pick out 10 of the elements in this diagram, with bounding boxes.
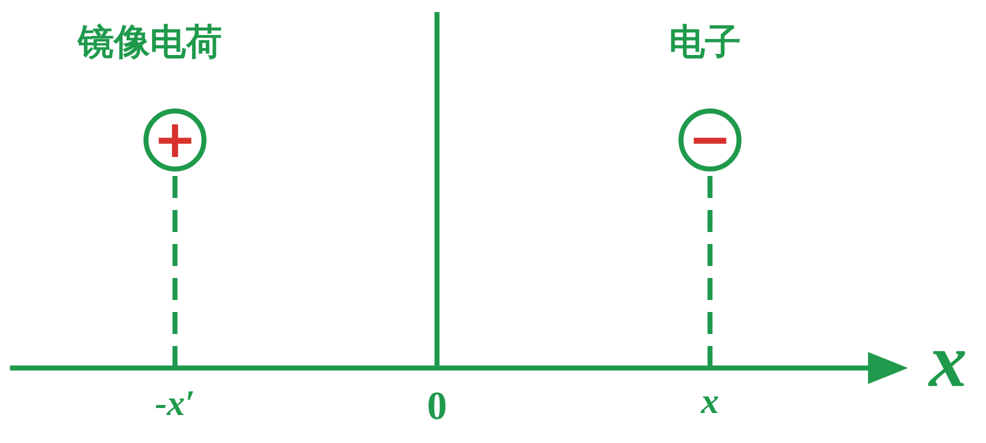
charge-circle <box>678 108 742 172</box>
charge-circle <box>143 108 207 172</box>
tick-label: -x′ <box>154 382 196 424</box>
charge-sign: + <box>153 114 197 166</box>
charge-label: 电子 <box>669 21 741 65</box>
tick-label: x <box>701 380 719 422</box>
charge-label: 镜像电荷 <box>78 21 222 65</box>
charge-sign: − <box>688 114 732 166</box>
axis-label: x <box>929 318 967 405</box>
tick-label: 0 <box>427 382 447 429</box>
